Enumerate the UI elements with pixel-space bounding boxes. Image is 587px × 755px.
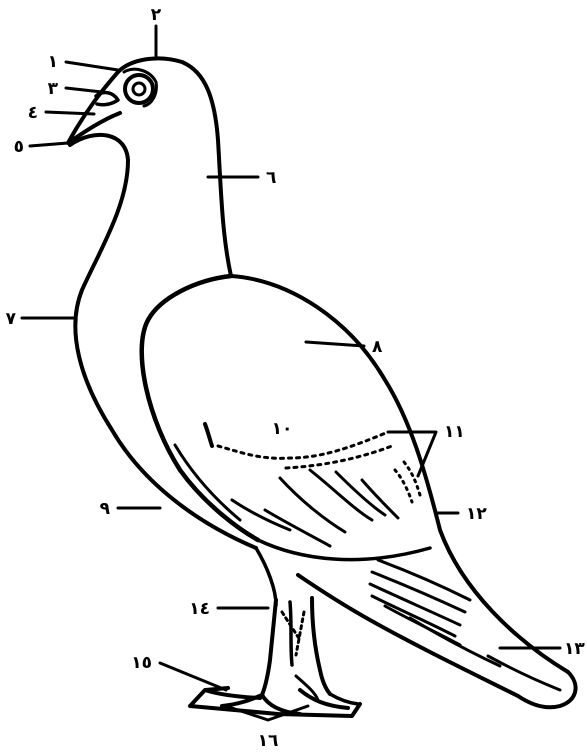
label-3: ٣: [48, 79, 59, 99]
label-1: ١: [48, 52, 58, 72]
front-outline: [70, 135, 256, 548]
label-15: ١٥: [131, 653, 152, 673]
eye: [125, 75, 153, 103]
wing-feathers: [175, 445, 398, 546]
leader-15: [160, 663, 226, 690]
label-8: ٨: [372, 337, 383, 357]
leader-3: [66, 88, 102, 92]
label-2: ٢: [151, 5, 162, 25]
pigeon-drawing: [68, 58, 576, 716]
perch-base: [190, 688, 360, 716]
tail-tip: [518, 672, 576, 707]
wing-lower-edge: [258, 540, 430, 560]
label-5: ٥: [14, 137, 24, 157]
wing-bars: [205, 424, 420, 502]
leader-5: [30, 143, 68, 146]
label-13: ١٣: [564, 639, 585, 659]
leader-4: [46, 112, 94, 114]
label-14: ١٤: [189, 599, 210, 619]
tail-underside: [298, 575, 518, 696]
label-11: ١١: [444, 422, 465, 442]
cere: [96, 93, 118, 105]
leader-1: [66, 62, 118, 70]
wing-outline: [142, 276, 258, 540]
eye-pupil: [133, 83, 145, 95]
beak: [68, 72, 120, 143]
legs: [262, 598, 330, 695]
part-labels: ١ ٢ ٣ ٤ ٥ ٦ ٧ ٨ ٩ ١٠ ١١ ١٢ ١٣ ١٤ ١٥ ١٦: [6, 5, 586, 751]
label-10: ١٠: [272, 419, 293, 439]
label-12: ١٢: [466, 504, 487, 524]
belly-outline: [256, 548, 276, 605]
label-4: ٤: [28, 103, 38, 123]
label-9: ٩: [100, 499, 111, 519]
label-6: ٦: [266, 168, 276, 188]
label-16: ١٦: [258, 731, 279, 751]
label-7: ٧: [6, 309, 17, 329]
